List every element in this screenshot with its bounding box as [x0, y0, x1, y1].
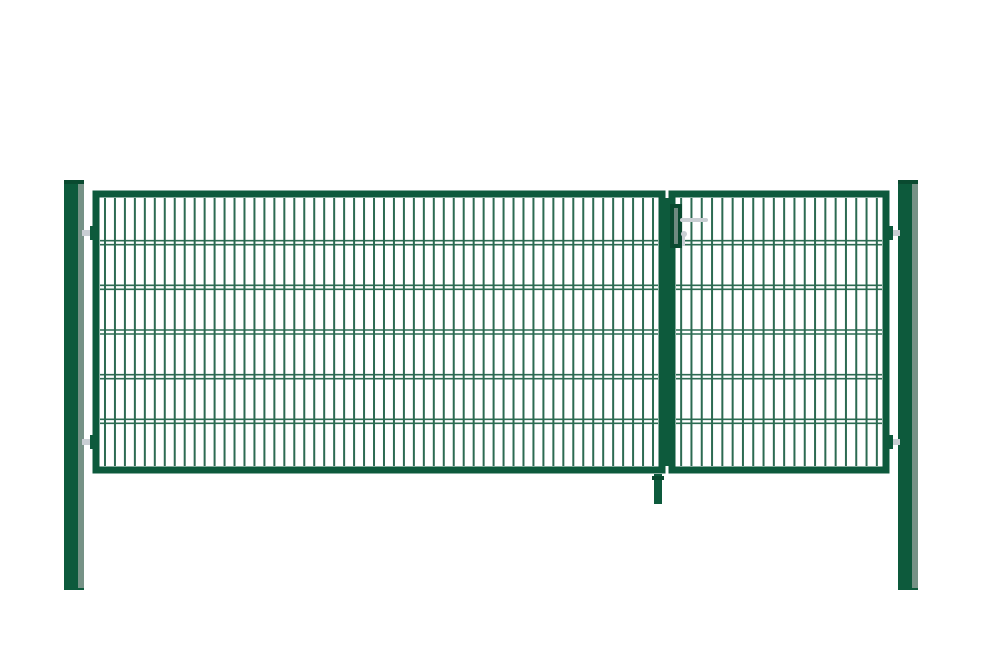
gate-lock	[670, 204, 708, 248]
keyhole	[681, 231, 687, 237]
hinge-right-top	[886, 226, 900, 240]
left-wing	[92, 190, 666, 474]
left-wing-mesh	[100, 198, 658, 466]
left-post	[64, 180, 84, 590]
right-post	[898, 180, 918, 590]
door-handle	[680, 218, 708, 222]
hinge-right-bottom	[886, 435, 900, 449]
right-wing-mesh	[676, 198, 882, 466]
center-stile	[661, 198, 672, 466]
ground-bolt	[652, 474, 664, 504]
